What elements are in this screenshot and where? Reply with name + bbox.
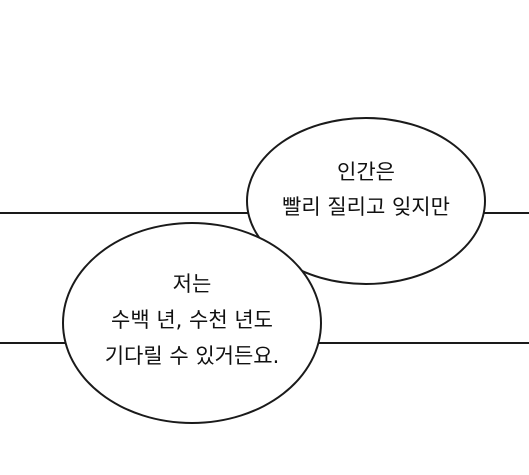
speech-bubble-lower-text: 저는 수백 년, 수천 년도 기다릴 수 있거든요.: [62, 266, 322, 374]
speech-line: 빨리 질리고 잊지만: [282, 195, 450, 219]
panel-border-line-top-right: [480, 212, 529, 214]
speech-bubble-upper-text: 인간은 빨리 질리고 잊지만: [246, 155, 486, 225]
speech-bubble-lower: [62, 222, 322, 424]
panel-border-line-bottom-left: [0, 342, 72, 344]
speech-line: 인간은: [337, 160, 395, 184]
speech-line: 기다릴 수 있거든요.: [104, 344, 280, 368]
speech-line: 수백 년, 수천 년도: [111, 308, 273, 332]
panel-border-line-top-left: [0, 212, 252, 214]
panel-border-line-bottom-right: [300, 342, 529, 344]
speech-line: 저는: [172, 272, 212, 296]
